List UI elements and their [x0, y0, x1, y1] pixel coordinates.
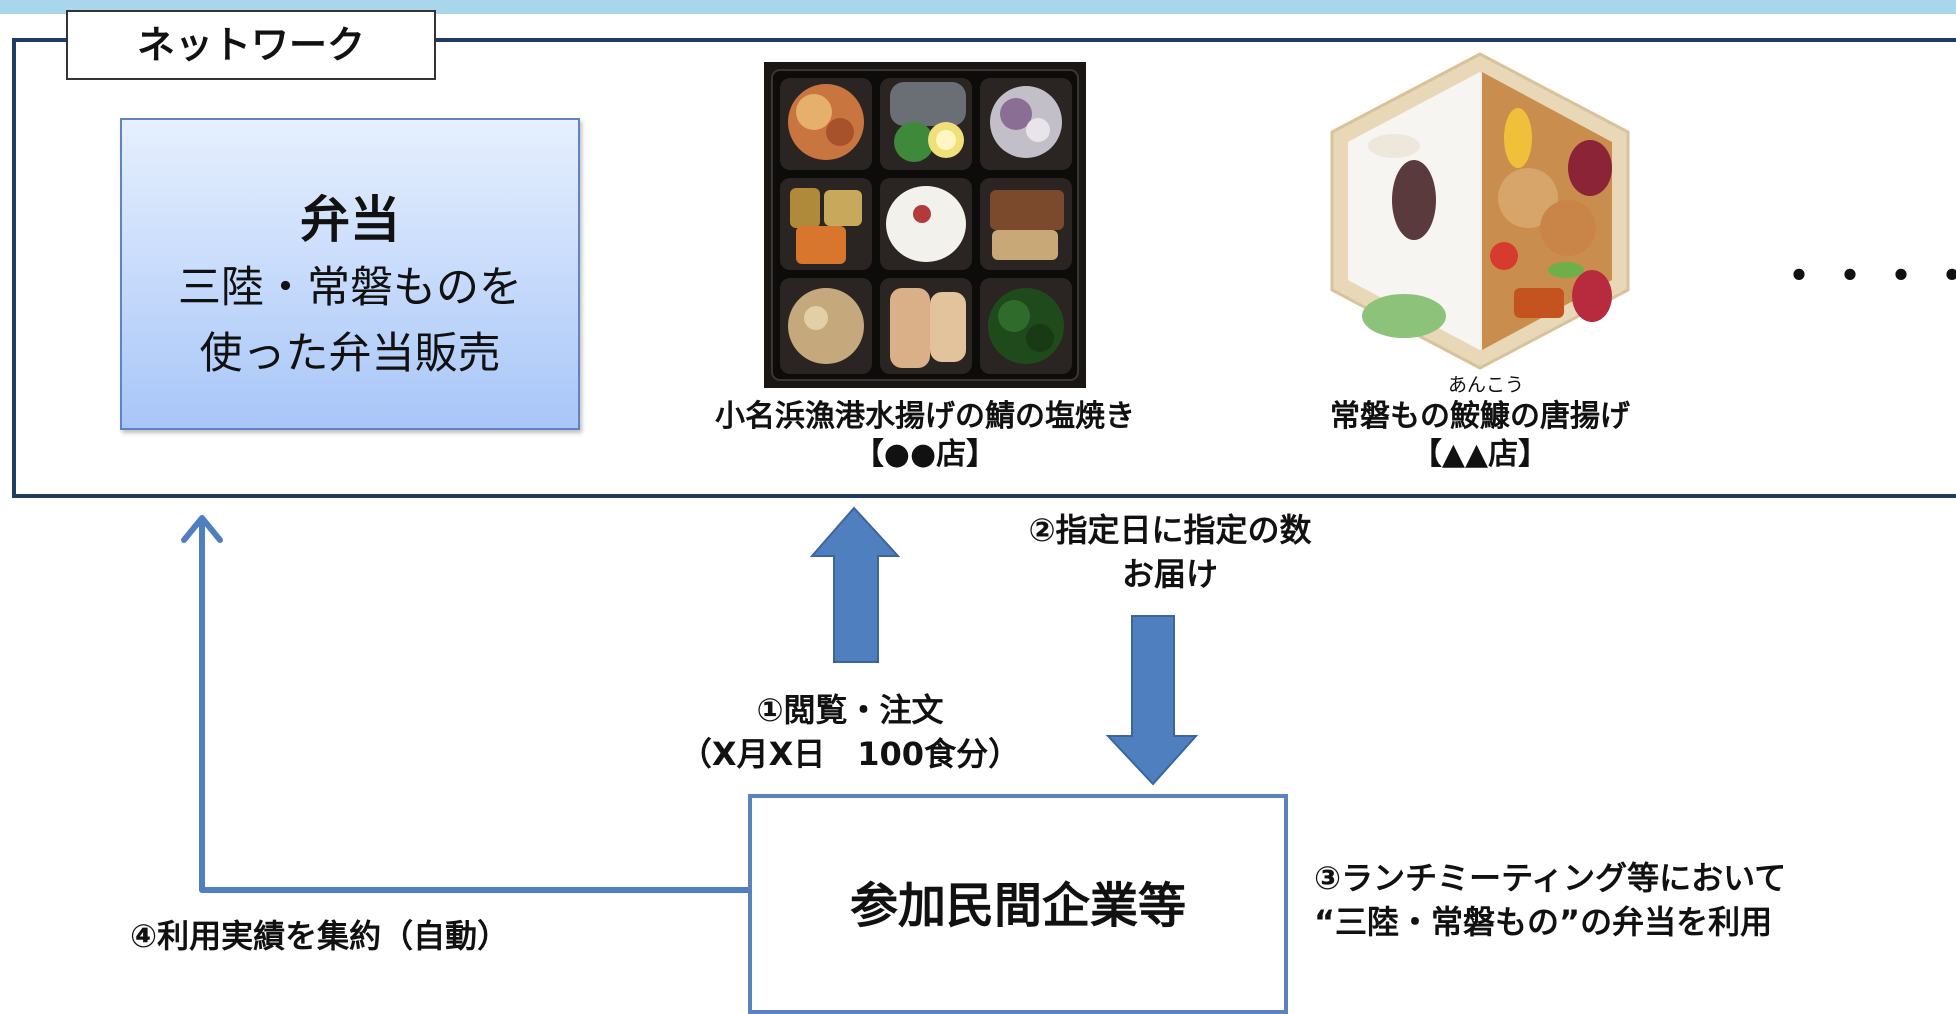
order-label: ①閲覧・注文 （X月X日 100食分）: [640, 688, 1060, 776]
product-2-name: 常磐もの鮟鱇の唐揚げ: [1330, 399, 1630, 434]
delivery-label-line2: お届け: [1121, 555, 1218, 593]
product-1-name: 小名浜漁港水揚げの鯖の塩焼き: [715, 399, 1135, 434]
bento-description: 三陸・常磐ものを 使った弁当販売: [178, 263, 522, 379]
product-2-store: 【▲▲店】: [1411, 437, 1549, 472]
order-label-line1: ①閲覧・注文: [756, 691, 944, 729]
delivery-arrow-down: [1105, 615, 1199, 786]
usage-label: ③ランチミーティング等において “三陸・常磐もの”の弁当を利用: [1314, 856, 1954, 944]
product-1-store: 【●●店】: [853, 437, 997, 472]
feedback-arrow: [199, 520, 748, 893]
bento-title: 弁当: [300, 191, 400, 249]
usage-label-line1: ③ランチミーティング等において: [1314, 859, 1787, 897]
delivery-label: ②指定日に指定の数 お届け: [960, 508, 1380, 596]
network-tab-label: ネットワーク: [66, 10, 436, 80]
top-band: [0, 0, 1956, 14]
delivery-label-line1: ②指定日に指定の数: [1028, 511, 1312, 549]
flow-arrows: [181, 506, 1199, 893]
bento-box: 弁当 三陸・常磐ものを 使った弁当販売: [120, 118, 580, 430]
product-2-caption: 常磐もの鮟鱇の唐揚げ 【▲▲店】: [1260, 398, 1700, 474]
order-label-line2: （X月X日 100食分）: [679, 735, 1021, 773]
product-2-ruby: あんこう: [1447, 374, 1524, 396]
product-1-caption: 小名浜漁港水揚げの鯖の塩焼き 【●●店】: [600, 398, 1250, 474]
company-label: 参加民間企業等: [849, 878, 1186, 934]
order-arrow-up: [809, 506, 901, 663]
aggregate-label: ④利用実績を集約（自動）: [130, 917, 510, 955]
more-ellipsis: ・・・・: [1776, 249, 1956, 303]
mackerel-bento-photo: [764, 62, 1086, 388]
anglerfish-bento-photo: [1330, 52, 1630, 370]
company-box: 参加民間企業等: [748, 794, 1288, 1014]
usage-label-line2: “三陸・常磐もの”の弁当を利用: [1314, 903, 1773, 941]
